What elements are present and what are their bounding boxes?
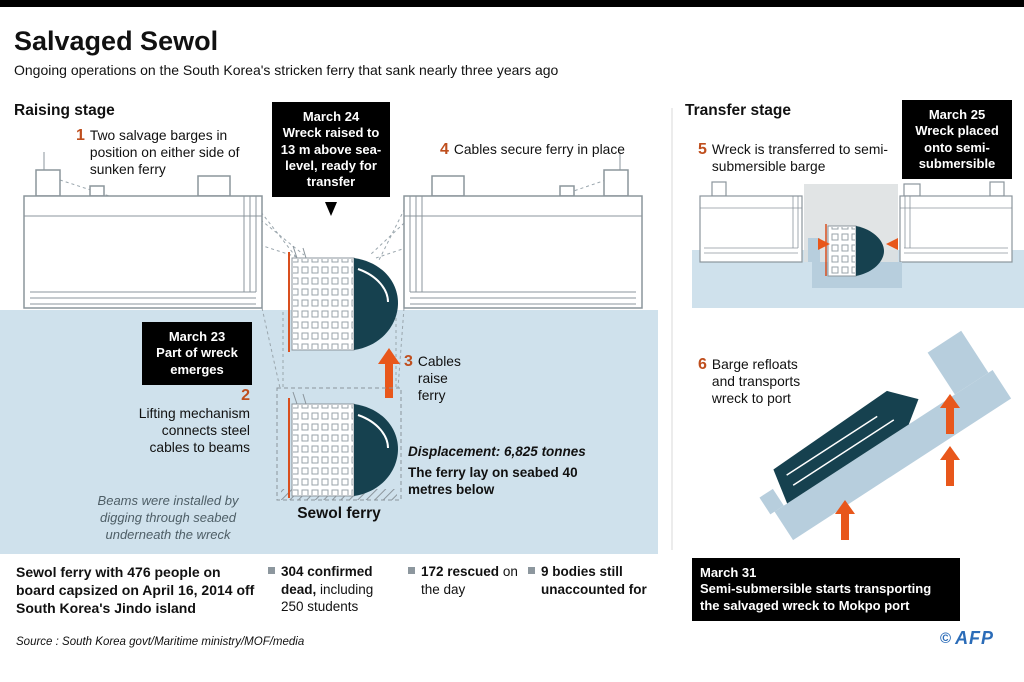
lift-arrow-icon [378,348,400,398]
page-title: Salvaged Sewol [14,26,219,56]
step-number: 6 [698,356,707,373]
callout-date: March 25 [928,107,986,122]
salvage-barge-left [23,152,263,309]
step-number: 1 [76,127,85,144]
displacement-note: Displacement: 6,825 tonnes The ferry lay… [408,443,614,499]
callout-date: March 24 [302,109,360,124]
callout-text: Part of wreck emerges [156,345,238,377]
afp-logo: AFP [955,628,995,648]
step-text: Cables secure ferry in place [453,142,625,157]
step-text: Barge refloats and transports wreck to p… [711,357,801,406]
callout-march-25: March 25 Wreck placed onto semi-submersi… [902,100,1012,179]
transfer-arrows-icon [818,238,898,250]
step-text: Wreck is transferred to semi-submersible… [711,142,888,174]
footer-summary: Sewol ferry with 476 people on board cap… [16,564,255,617]
step-number: 3 [404,353,413,370]
top-bar [0,0,1024,7]
stat-bold: 172 rescued [421,564,500,579]
stat-dead: 304 confirmed dead, including 250 studen… [281,563,395,616]
raising-step-4: 4 Cables secure ferry in place [440,142,652,159]
bullet-square-icon [528,567,535,574]
raising-step-3: 3 Cables raise ferry [404,353,474,404]
march24-pointer [325,202,337,216]
page-subtitle: Ongoing operations on the South Korea's … [14,62,559,78]
sewol-ferry-transfer [825,224,884,277]
transfer-barge-left [699,181,803,263]
seabed-depth-note: The ferry lay on seabed 40 metres below [408,464,578,498]
step-number: 4 [440,141,449,158]
transfer-stage-heading: Transfer stage [685,102,791,119]
bullet-square-icon [268,567,275,574]
stat-bold: 9 bodies still unaccounted for [541,564,647,597]
step-text: Two salvage barges in position on either… [89,128,240,177]
source-line: Source : South Korea govt/Maritime minis… [16,636,305,648]
stat-rest: including 250 students [281,581,374,615]
step-number: 2 [241,387,250,404]
raising-step-1: 1 Two salvage barges in position on eith… [76,127,248,178]
step-number: 5 [698,141,707,158]
displacement-value: Displacement: 6,825 tonnes [408,444,586,459]
salvage-barge-right [403,152,643,309]
stat-unaccounted: 9 bodies still unaccounted for [541,563,653,598]
bullet-square-icon [408,567,415,574]
transfer-barge-right [899,181,1013,263]
afp-credit: © AFP [940,628,994,649]
stat-rest: on the day [421,564,518,597]
copyright-icon: © [940,630,952,647]
raising-step-2: 2 Lifting mechanism connects steel cable… [130,388,250,456]
beams-note: Beams were installed by digging through … [97,493,239,542]
sewol-ferry-label: Sewol ferry [297,505,381,522]
step-text: Lifting mechanism connects steel cables … [138,406,250,455]
sewol-ferry-raised [288,245,399,353]
raising-stage-heading: Raising stage [14,102,115,119]
callout-march-23: March 23 Part of wreck emerges [142,322,252,385]
stat-rescued: 172 rescued on the day [421,563,523,598]
callout-march-24: March 24 Wreck raised to 13 m above sea-… [272,102,390,198]
callout-date: March 31 [700,565,757,580]
callout-text: Semi-submersible starts transporting the… [700,581,932,613]
transfer-step-5: 5 Wreck is transferred to semi-submersib… [698,142,898,176]
transfer-step-6: 6 Barge refloats and transports wreck to… [698,356,820,407]
stat-bold: 304 confirmed dead, [281,564,373,597]
step-text: Cables raise ferry [417,354,461,403]
callout-text: Wreck raised to 13 m above sea-level, re… [280,125,382,189]
callout-text: Wreck placed onto semi-submersible [915,123,999,171]
callout-date: March 23 [168,329,226,344]
callout-march-31: March 31 Semi-submersible starts transpo… [692,558,960,621]
